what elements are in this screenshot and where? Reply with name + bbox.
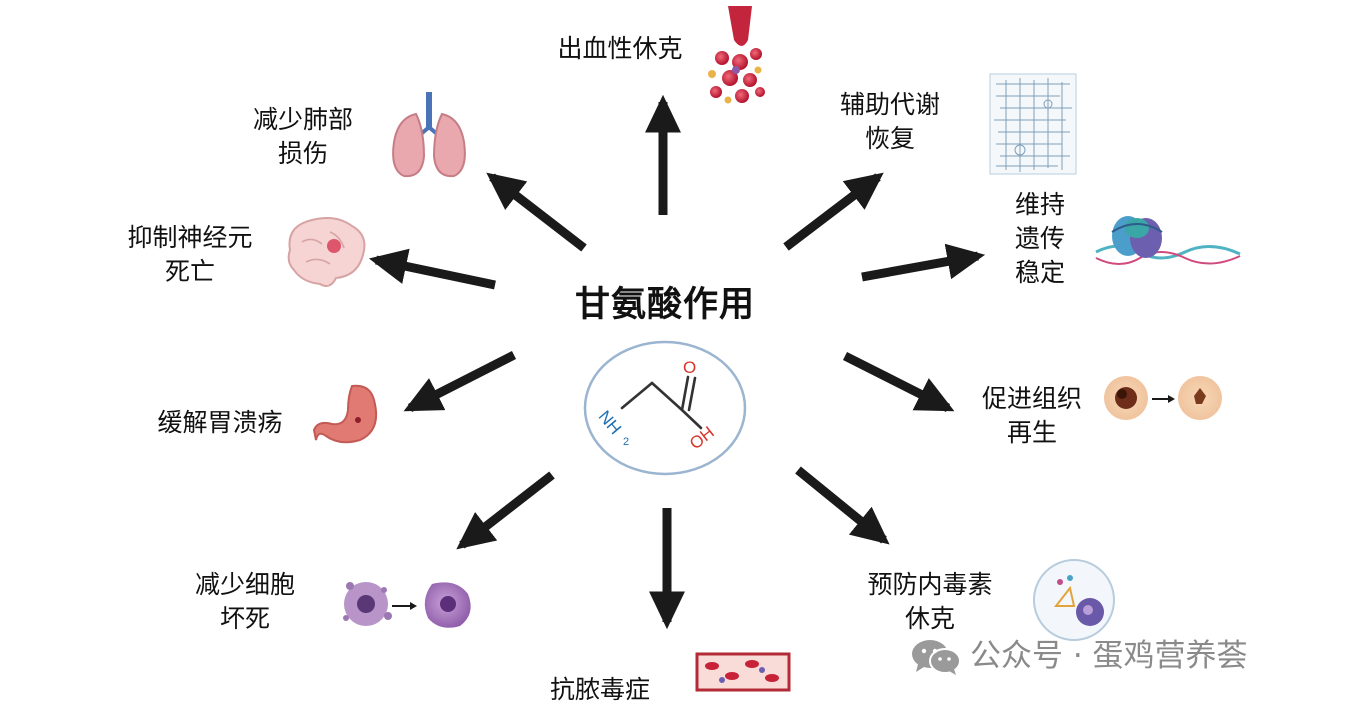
label-hemorrhagic-shock: 出血性休克 bbox=[540, 32, 700, 66]
label-line: 抑制神经元 bbox=[127, 223, 253, 252]
arrow-down-left bbox=[456, 471, 555, 550]
oxygen-atom: O bbox=[683, 358, 696, 377]
arrow-right-lower bbox=[842, 351, 955, 413]
label-line: 再生 bbox=[1006, 418, 1057, 447]
label-neuron-death: 抑制神经元 死亡 bbox=[110, 221, 270, 289]
label-line: 维持 bbox=[1014, 190, 1065, 219]
stomach-icon bbox=[312, 384, 378, 444]
label-line: 辅助代谢 bbox=[839, 90, 940, 119]
arrows bbox=[368, 94, 986, 630]
label-lung-injury: 减少肺部 损伤 bbox=[233, 103, 373, 171]
wechat-icon bbox=[912, 640, 961, 675]
blood-cells-icon bbox=[708, 6, 765, 104]
watermark-text: 公众号 · 蛋鸡营养荟 bbox=[970, 638, 1248, 674]
label-genetic-stability: 维持 遗传 稳定 bbox=[1000, 188, 1080, 290]
label-reduce-necrosis: 减少细胞 坏死 bbox=[175, 568, 315, 636]
label-line: 休克 bbox=[904, 604, 955, 633]
dna-nucleosome-icon bbox=[1095, 216, 1241, 265]
label-endotoxic-shock: 预防内毒素 休克 bbox=[855, 568, 1005, 636]
label-tissue-regeneration: 促进组织 再生 bbox=[962, 382, 1102, 450]
lungs-icon bbox=[392, 92, 466, 178]
label-anti-sepsis: 抗脓毒症 bbox=[535, 673, 665, 707]
label-line: 抗脓毒症 bbox=[549, 675, 650, 704]
arrow-up-left bbox=[486, 172, 587, 252]
molecule-circle bbox=[583, 340, 747, 476]
cell-regeneration-icon bbox=[1104, 376, 1222, 420]
label-gastric-ulcer: 缓解胃溃疡 bbox=[140, 406, 300, 440]
label-line: 促进组织 bbox=[981, 384, 1082, 413]
necrotic-cell-icon bbox=[343, 582, 471, 628]
label-line: 出血性休克 bbox=[557, 34, 683, 63]
label-metabolic-recovery: 辅助代谢 恢复 bbox=[820, 88, 960, 156]
label-line: 遗传 bbox=[1014, 224, 1065, 253]
label-line: 损伤 bbox=[277, 139, 328, 168]
label-line: 死亡 bbox=[164, 257, 215, 286]
arrow-down-right bbox=[795, 466, 890, 545]
glycine-molecule: O OH NH 2 bbox=[583, 340, 747, 476]
label-line: 稳定 bbox=[1014, 258, 1065, 287]
arrow-up-right bbox=[783, 172, 884, 251]
label-line: 减少细胞 bbox=[194, 570, 295, 599]
label-line: 恢复 bbox=[864, 124, 915, 153]
label-line: 坏死 bbox=[219, 604, 270, 633]
label-line: 减少肺部 bbox=[252, 105, 353, 134]
label-line: 预防内毒素 bbox=[867, 570, 993, 599]
arrow-right-upper bbox=[861, 243, 986, 282]
arrow-left-upper bbox=[368, 248, 496, 290]
blood-vessel-icon bbox=[695, 652, 791, 692]
metabolic-map-icon bbox=[989, 73, 1077, 175]
label-line: 缓解胃溃疡 bbox=[157, 408, 283, 437]
endotoxin-cell-icon bbox=[1033, 559, 1115, 641]
watermark: 公众号 · 蛋鸡营养荟 bbox=[908, 632, 1328, 680]
brain-icon bbox=[287, 217, 366, 287]
amine-subscript: 2 bbox=[623, 436, 629, 448]
arrow-left-lower bbox=[403, 350, 517, 413]
center-title: 甘氨酸作用 bbox=[574, 285, 755, 325]
